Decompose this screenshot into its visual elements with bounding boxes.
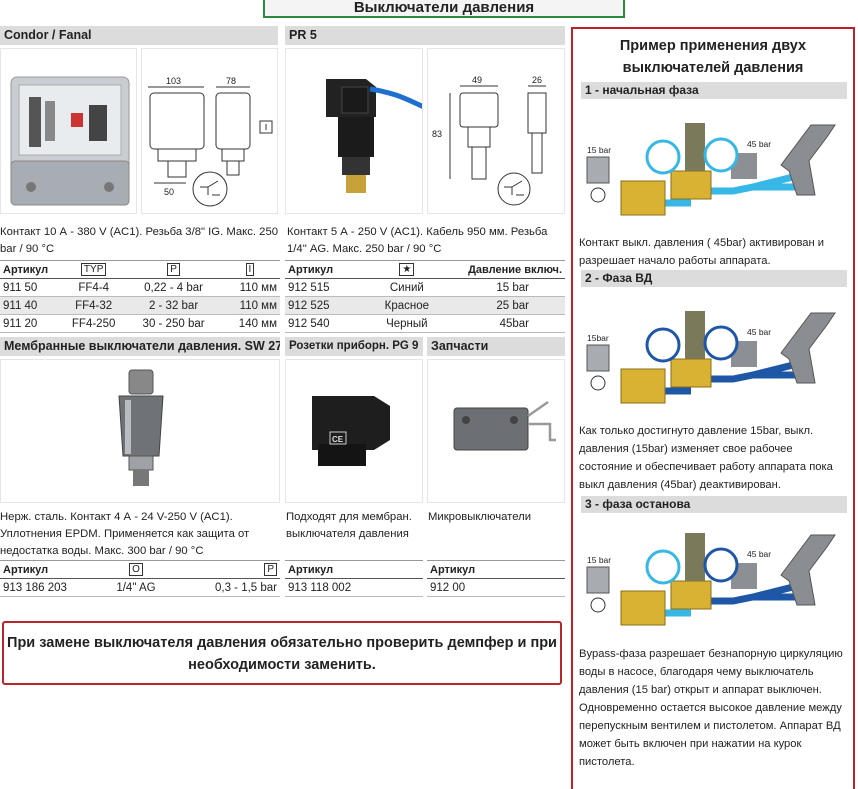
col-header-thread: O: [129, 563, 143, 576]
table-row: 913 118 002: [285, 578, 423, 597]
pg9-photo: CE: [285, 359, 423, 503]
phase-2-gauge-left: 15bar: [587, 333, 609, 343]
col-header-type: TYP: [80, 263, 107, 276]
col-header-article: Артикул: [427, 560, 565, 579]
phase-1-header: 1 - начальная фаза: [581, 82, 847, 99]
section-header-pg9: Розетки приборн. PG 9: [285, 337, 423, 356]
col-header-pressure: P: [167, 263, 180, 276]
col-header-article: Артикул: [285, 560, 423, 579]
table-row: 912 00: [427, 578, 565, 597]
section-header-pr5: PR 5: [285, 26, 565, 45]
pr5-dim-depth: 26: [532, 75, 542, 85]
phase-1-diagram: 15 bar 45 bar: [581, 101, 847, 233]
col-header-color: ★: [399, 263, 415, 276]
spares-description: Микровыключатели: [428, 511, 532, 523]
phase-1-gauge-right: 45 bar: [747, 139, 771, 149]
col-header-article: Артикул: [285, 260, 375, 279]
phase-3-gauge-right: 45 bar: [747, 549, 771, 559]
phase-2-gauge-right: 45 bar: [747, 327, 771, 337]
section-header-sw27: Мембранные выключатели давления. SW 27: [0, 337, 280, 356]
phase-3-header: 3 - фаза останова: [581, 496, 847, 513]
condor-photo: [0, 48, 137, 214]
sw27-photo: [0, 359, 280, 503]
col-header-length: I: [245, 263, 255, 276]
section-header-condor: Condor / Fanal: [0, 26, 278, 45]
pr5-description: Контакт 5 А - 250 V (AC1). Кабель 950 мм…: [287, 226, 548, 255]
phase-1-description: Контакт выкл. давления ( 45bar) активиро…: [579, 237, 825, 267]
phase-1-gauge-left: 15 bar: [587, 145, 611, 155]
col-header-switch-pressure: Давление включ.: [438, 260, 565, 279]
phase-3-diagram: 15 bar 45 bar: [581, 515, 847, 643]
application-example-panel: Пример применения двух выключателей давл…: [571, 27, 855, 789]
microswitch-photo: [427, 359, 565, 503]
pr5-dim-width: 49: [472, 75, 482, 85]
condor-dim-height: 50: [164, 187, 174, 197]
condor-dim-width: 103: [166, 76, 181, 86]
condor-dim-depth: 78: [226, 76, 236, 86]
ce-mark-icon: CE: [332, 435, 344, 444]
condor-dimension-drawing: 103 78 50: [141, 48, 278, 214]
phase-2-description: Как только достигнуто давление 15bar, вы…: [579, 425, 833, 491]
page-title: Выключатели давления: [263, 0, 625, 18]
warning-box: При замене выключателя давления обязател…: [2, 621, 562, 685]
spares-spec-table: Артикул 912 00: [427, 560, 565, 597]
pg9-spec-table: Артикул 913 118 002: [285, 560, 423, 597]
pr5-dim-height: 83: [432, 129, 442, 139]
phase-2-diagram: 15bar 45 bar: [581, 289, 847, 421]
pr5-dimension-drawing: 49 26 83: [427, 48, 565, 214]
phase-2-header: 2 - Фаза ВД: [581, 270, 847, 287]
panel-title: Пример применения двух выключателей давл…: [619, 38, 807, 76]
col-header-article: Артикул: [0, 260, 60, 279]
col-header-article: Артикул: [0, 560, 100, 579]
condor-description: Контакт 10 А - 380 V (AC1). Резьба 3/8" …: [0, 226, 279, 255]
pr5-photo: [285, 48, 423, 214]
col-header-pressure: P: [264, 563, 277, 576]
phase-3-gauge-left: 15 bar: [587, 555, 611, 565]
pg9-description: Подходят для мембран. выключателя давлен…: [286, 511, 412, 540]
phase-3-description: Bypass-фаза разрешает безнапорную циркул…: [579, 648, 843, 768]
sw27-description: Нерж. сталь. Контакт 4 А - 24 V-250 V (A…: [0, 511, 250, 557]
section-header-spares: Запчасти: [427, 337, 565, 356]
